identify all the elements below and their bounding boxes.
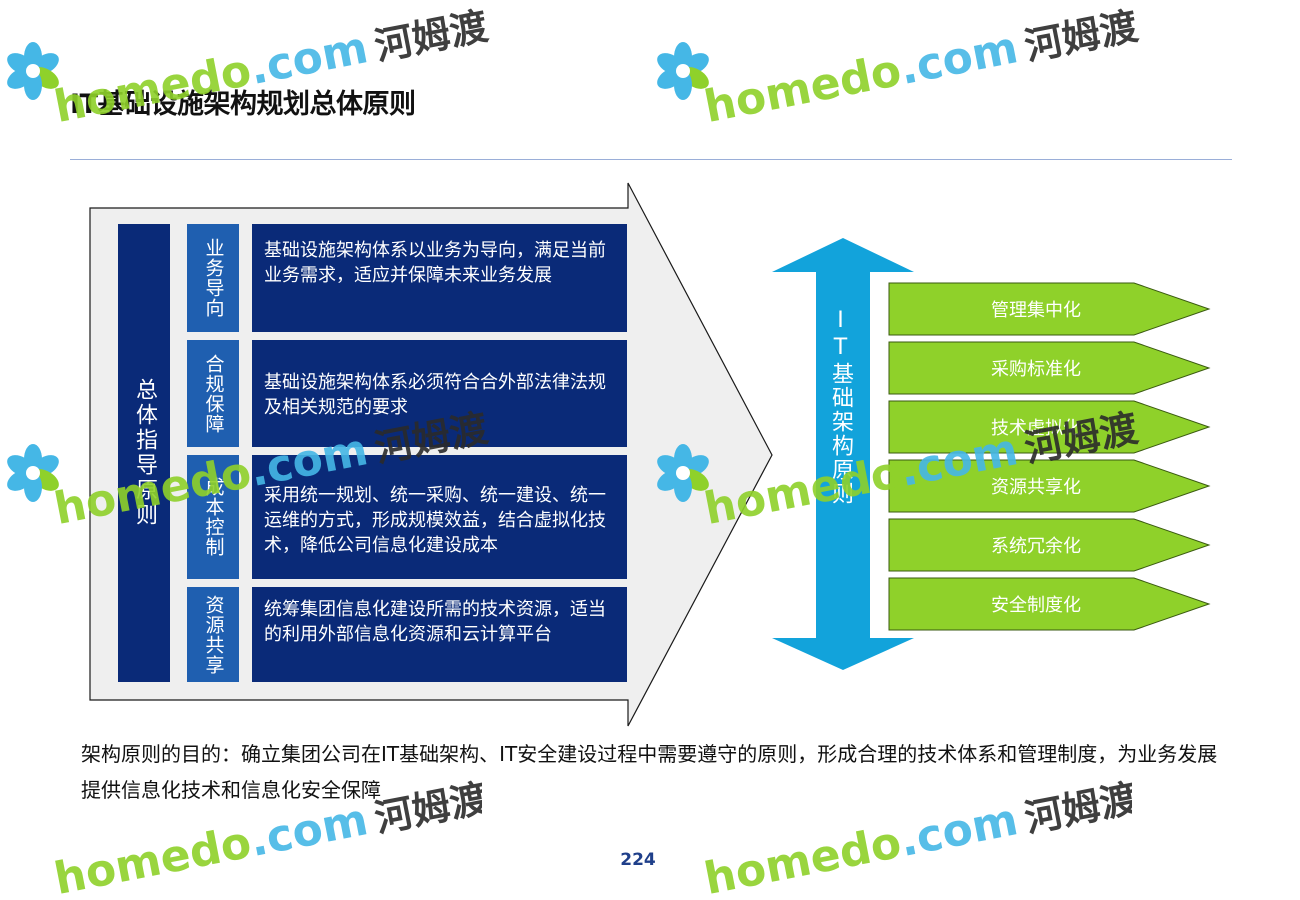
chevron-shape: [888, 282, 1211, 336]
chevron-shape: [888, 341, 1211, 395]
title-divider: [70, 159, 1232, 160]
overall-principle-column: 总体指导原则: [118, 224, 170, 682]
principle-label: 资源共享化: [991, 477, 1081, 498]
green-chevrons: [888, 282, 1211, 631]
category-label: 成本控制: [202, 477, 225, 557]
category-box: 成本控制: [187, 455, 239, 579]
chevron-shape: [888, 577, 1211, 631]
category-label: 资源共享: [202, 594, 225, 675]
principle-label: 采购标准化: [991, 359, 1081, 380]
principle-label: 管理集中化: [991, 300, 1081, 321]
chevron-shape: [888, 518, 1211, 572]
chevron-shape: [888, 459, 1211, 513]
description-box: 基础设施架构体系以业务为导向，满足当前业务需求，适应并保障未来业务发展: [252, 224, 627, 332]
cyan-double-arrow: [772, 238, 914, 670]
category-box: 合规保障: [187, 340, 239, 447]
description-box: 统筹集团信息化建设所需的技术资源，适当的利用外部信息化资源和云计算平台: [252, 587, 627, 682]
chevron-shape: [888, 400, 1211, 454]
category-box: 业务导向: [187, 224, 239, 332]
category-box: 资源共享: [187, 587, 239, 682]
principle-label: 安全制度化: [991, 595, 1081, 616]
it-architecture-principle-label-box: IT基础架构原则: [812, 308, 868, 548]
category-label: 业务导向: [202, 238, 225, 318]
purpose-statement: 架构原则的目的：确立集团公司在IT基础架构、IT安全建设过程中需要遵守的原则，形…: [81, 742, 1218, 802]
overall-principle-label: 总体指导原则: [132, 378, 157, 528]
category-label: 合规保障: [202, 353, 225, 434]
description-box: 基础设施架构体系必须符合合外部法律法规及相关规范的要求: [252, 340, 627, 447]
description-box: 采用统一规划、统一采购、统一建设、统一运维的方式，形成规模效益，结合虚拟化技术，…: [252, 455, 627, 579]
it-architecture-principle-label: IT基础架构原则: [828, 308, 853, 506]
page-number: 224: [620, 850, 656, 870]
principle-label: 系统冗余化: [991, 536, 1081, 557]
principle-label: 技术虚拟化: [991, 418, 1081, 439]
page-title: IT基础设施架构规划总体原则: [70, 89, 416, 120]
